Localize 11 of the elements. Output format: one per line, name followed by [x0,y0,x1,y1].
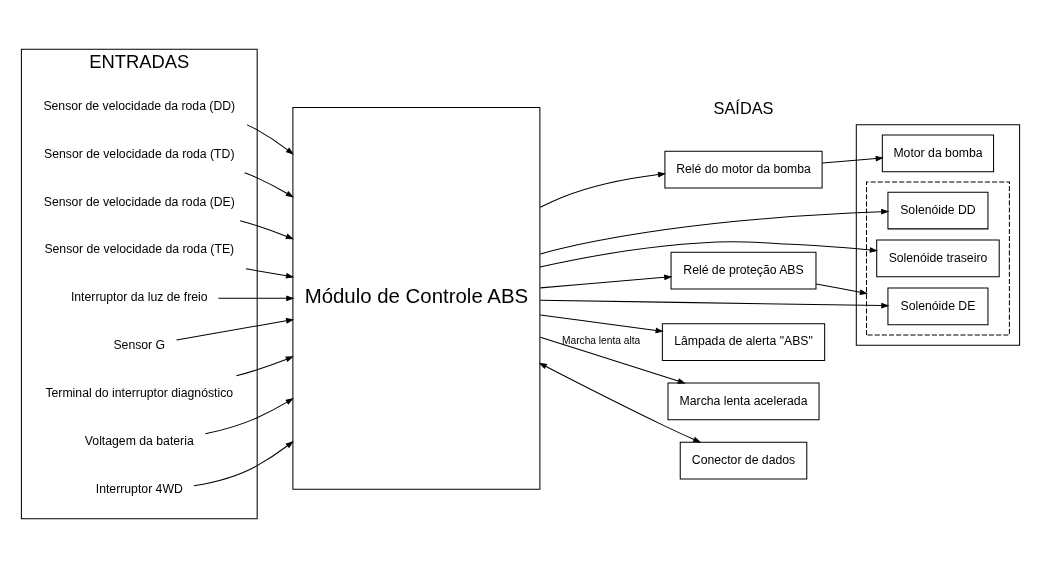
node-text: Sensor de velocidade da roda (TD) [43,146,234,161]
node-text: Sensor de velocidade da roda (DD) [42,98,235,113]
node-text: Sensor G [112,338,165,353]
node-text: Terminal do interruptor diagnóstico [44,386,233,401]
node-text: Sensor de velocidade da roda (TE) [43,242,234,257]
node-text: Interruptor 4WD [95,482,183,497]
edge-label: Marcha lenta alta [561,335,640,347]
label: SAÍDAS [713,99,773,118]
node-text: Sensor de velocidade da roda (DE) [43,194,235,209]
node-text: Interruptor da luz de freio [70,290,208,305]
node-text: Voltagem da bateria [84,434,194,449]
